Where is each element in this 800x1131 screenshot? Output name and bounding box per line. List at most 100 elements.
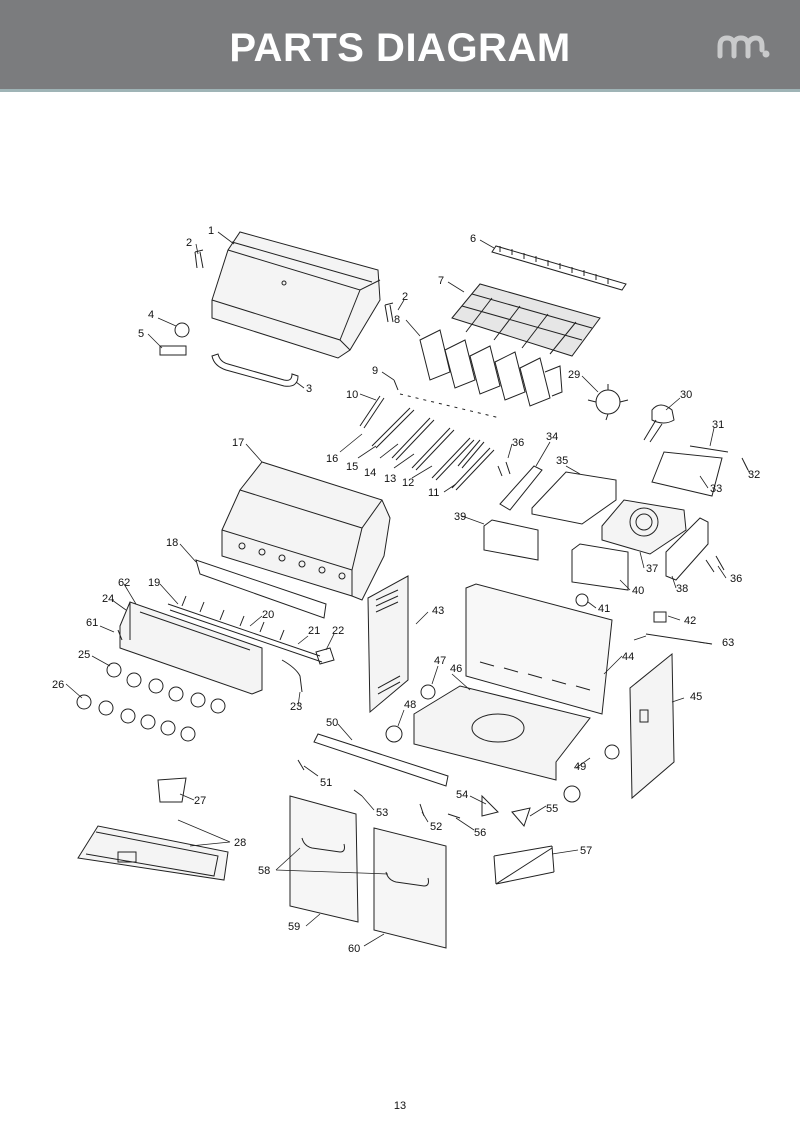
callout-label: 44 [622, 651, 634, 663]
shelf-front-part [483, 519, 539, 561]
callout-label: 62 [118, 577, 130, 589]
page-header: PARTS DIAGRAM [0, 0, 800, 92]
cart-back-panel-part [465, 583, 613, 715]
callout-label: 39 [454, 511, 466, 523]
callout-label: 2 [402, 291, 408, 303]
callout-label: 32 [748, 469, 760, 481]
side-burner-lid-part [651, 451, 723, 497]
page-number: 13 [393, 1100, 407, 1112]
callout-label: 59 [288, 921, 300, 933]
callout-label: 26 [52, 679, 64, 691]
callout-label: 55 [546, 803, 558, 815]
callout-label: 34 [546, 431, 558, 443]
callout-label: 36 [512, 437, 524, 449]
callout-label: 21 [308, 625, 320, 637]
callout-label: 9 [372, 365, 378, 377]
bottom-shelf-part [413, 685, 591, 781]
callout-label: 38 [676, 583, 688, 595]
side-burner-rod-part [689, 445, 729, 453]
side-bracket-part [499, 465, 543, 511]
callout-label: 30 [680, 389, 692, 401]
grease-tray-part [77, 825, 229, 881]
callout-label: 40 [632, 585, 644, 597]
control-knobs-part [76, 662, 226, 742]
side-panel-part [665, 517, 709, 581]
callout-label: 19 [148, 577, 160, 589]
side-burner-part [643, 404, 675, 443]
callout-label: 23 [290, 701, 302, 713]
regulator-part [315, 647, 335, 665]
side-knob-part [575, 593, 589, 607]
callout-label: 33 [710, 483, 722, 495]
callout-label: 17 [232, 437, 244, 449]
hood-part [211, 231, 381, 359]
burners-part [359, 395, 495, 491]
firebox-part [221, 461, 391, 601]
thermometer-bezel-part [159, 345, 187, 356]
control-panel-part [119, 601, 263, 695]
callout-label: 2 [186, 237, 192, 249]
ignitor-pin-part [393, 379, 399, 391]
callout-label: 53 [376, 807, 388, 819]
callout-label: 7 [438, 275, 444, 287]
valve-manifold-part [167, 595, 323, 663]
callout-labels: 1 2 2 3 4 5 6 7 8 9 10 11 12 13 14 15 16… [52, 225, 760, 955]
callout-label: 5 [138, 328, 144, 340]
callout-label: 45 [690, 691, 702, 703]
hood-handle-part [211, 353, 299, 387]
corner-brackets-part [481, 794, 531, 827]
cart-right-side-part [629, 652, 675, 800]
callout-label: 57 [580, 845, 592, 857]
cart-doors-part [289, 795, 447, 949]
callout-label: 27 [194, 795, 206, 807]
callout-label: 54 [456, 789, 468, 801]
callout-label: 63 [722, 637, 734, 649]
callout-label: 18 [166, 537, 178, 549]
caster-wheels-part [385, 684, 620, 803]
warming-rack-part [491, 245, 627, 291]
callout-label: 47 [434, 655, 446, 667]
thermometer-part [174, 322, 190, 338]
gas-hose-part [281, 659, 303, 693]
side-burner-grate-part [587, 384, 629, 421]
page-title: PARTS DIAGRAM [229, 26, 571, 70]
callout-label: 60 [348, 943, 360, 955]
callout-label: 12 [402, 477, 414, 489]
callout-label: 8 [394, 314, 400, 326]
callout-label: 13 [384, 473, 396, 485]
callout-label: 36 [730, 573, 742, 585]
side-valve-part [653, 611, 667, 623]
cart-left-side-part [367, 575, 409, 714]
flame-tamers-part [419, 329, 563, 407]
cooking-grates-part [451, 283, 601, 357]
side-burner-box-part [601, 499, 687, 555]
tank-support-part [493, 845, 555, 885]
callout-label: 42 [684, 615, 696, 627]
screws-part [497, 461, 511, 477]
callout-label: 56 [474, 827, 486, 839]
callout-label: 58 [258, 865, 270, 877]
brand-logo-icon [717, 35, 770, 59]
callout-label: 1 [208, 225, 214, 237]
callout-label: 15 [346, 461, 358, 473]
callout-label: 22 [332, 625, 344, 637]
callout-label: 4 [148, 309, 154, 321]
valve-box-part [571, 543, 629, 591]
panel-screw-part [117, 629, 123, 641]
callout-label: 28 [234, 837, 246, 849]
callout-label: 10 [346, 389, 358, 401]
callout-label: 35 [556, 455, 568, 467]
callout-label: 51 [320, 777, 332, 789]
hinge-bracket-part [194, 249, 394, 323]
callout-label: 6 [470, 233, 476, 245]
callout-label: 41 [598, 603, 610, 615]
callout-label: 11 [428, 487, 439, 499]
callout-label: 3 [306, 383, 312, 395]
callout-label: 46 [450, 663, 462, 675]
callout-label: 52 [430, 821, 442, 833]
callout-label: 61 [86, 617, 98, 629]
small-hardware-part [297, 759, 461, 819]
callout-label: 20 [262, 609, 274, 621]
callout-label: 50 [326, 717, 338, 729]
